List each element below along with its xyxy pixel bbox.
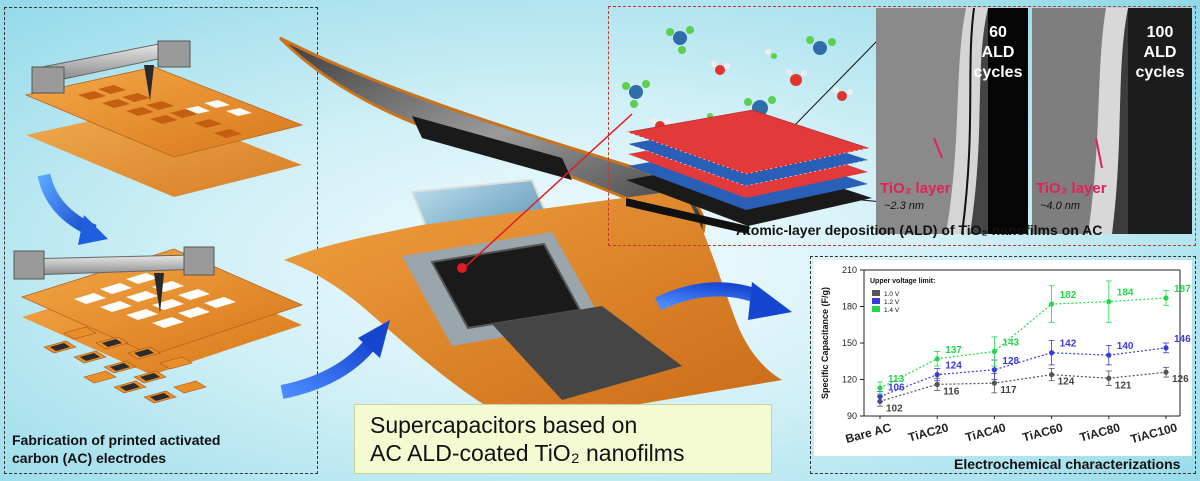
legend-label: 1.0 V [884, 291, 900, 298]
ald-caption: Atomic-layer deposition (ALD) of TiO₂ na… [736, 222, 1103, 238]
fabrication-panel [4, 7, 318, 474]
y-tick-label: 210 [842, 265, 857, 275]
data-point [1163, 345, 1169, 351]
x-tick-label: TiAC20 [907, 420, 951, 444]
y-tick-label: 90 [847, 411, 857, 421]
data-point [934, 356, 940, 362]
tem-60-layer-label: TiO₂ layer [880, 180, 951, 197]
data-label: 182 [1060, 290, 1077, 301]
data-label: 140 [1117, 341, 1134, 352]
data-point [991, 367, 997, 373]
center-title-line1: Supercapacitors based on [370, 412, 638, 438]
series-line [879, 347, 1167, 398]
data-label: 137 [945, 345, 962, 356]
series-line [879, 297, 1167, 389]
data-point [1049, 301, 1055, 307]
data-point [934, 372, 940, 378]
data-label: 116 [943, 386, 960, 397]
data-point [1106, 299, 1112, 305]
data-point [1163, 295, 1169, 301]
data-point [1049, 350, 1055, 356]
x-tick-label: Bare AC [844, 420, 893, 446]
legend-swatch [872, 306, 880, 312]
x-tick-label: TiAC40 [964, 420, 1008, 444]
tem-60-count: 60 [989, 24, 1007, 41]
contact-point [457, 263, 467, 273]
data-point [991, 348, 997, 355]
legend-swatch [872, 290, 880, 296]
data-point [877, 385, 883, 391]
data-label: 187 [1174, 284, 1191, 295]
data-point [934, 381, 940, 387]
tem-100-line2: ALD [1143, 44, 1177, 61]
fabrication-caption-line1: Fabrication of printed activated [12, 432, 221, 448]
data-label: 124 [1058, 377, 1075, 388]
tem-60-line3: cycles [973, 64, 1023, 81]
y-axis-label: Specific Capacitance (F/g) [820, 287, 830, 399]
y-tick-label: 120 [842, 375, 857, 385]
supercapacitor-illustration [278, 36, 792, 424]
data-label: 121 [1115, 380, 1132, 391]
legend-swatch [872, 298, 880, 304]
ald-panel [608, 6, 1196, 246]
x-tick-label: TiAC60 [1021, 420, 1065, 444]
legend-label: 1.4 V [884, 307, 900, 314]
tem-100-layer-label: TiO₂ layer [1036, 180, 1107, 197]
tem-100-line3: cycles [1135, 64, 1185, 81]
y-tick-label: 150 [842, 338, 857, 348]
electrochem-caption: Electrochemical characterizations [954, 456, 1181, 472]
data-label: 124 [945, 361, 962, 372]
tem-100-thickness: ~4.0 nm [1040, 200, 1081, 212]
data-label: 128 [1002, 356, 1019, 367]
legend-label: 1.2 V [884, 299, 900, 306]
tem-100-count: 100 [1146, 24, 1174, 41]
data-label: 117 [1000, 385, 1017, 396]
data-point [991, 380, 997, 386]
data-point [1163, 369, 1169, 375]
tem-60-thickness: ~2.3 nm [884, 200, 925, 212]
y-tick-label: 180 [842, 302, 857, 312]
data-label: 146 [1174, 334, 1191, 345]
ald-illustration [622, 26, 872, 234]
data-label: 126 [1172, 374, 1189, 385]
data-label: 113 [888, 374, 905, 385]
data-label: 142 [1060, 339, 1077, 350]
center-title-box [354, 404, 772, 474]
tem-image-60-cycles: 60 ALD cycles TiO₂ layer ~2.3 nm [876, 8, 1028, 234]
electrochem-panel [810, 256, 1196, 474]
data-point [877, 393, 883, 400]
data-label: 143 [1002, 338, 1019, 349]
data-label: 184 [1117, 288, 1134, 299]
data-point [1106, 352, 1112, 358]
atomic-layers [626, 109, 870, 210]
fabrication-illustration [13, 40, 304, 404]
center-title-line2: AC ALD-coated TiO₂ nanofilms [370, 440, 685, 466]
x-tick-label: TiAC100 [1129, 420, 1179, 446]
legend-title: Upper voltage limit: [870, 278, 935, 285]
tem-60-line2: ALD [981, 44, 1015, 61]
tem-image-100-cycles: 100 ALD cycles TiO₂ layer ~4.0 nm [1032, 8, 1192, 234]
x-tick-label: TiAC80 [1078, 420, 1122, 444]
fabrication-caption-line2: carbon (AC) electrodes [12, 450, 167, 466]
data-label: 102 [886, 403, 903, 414]
series-line [879, 371, 1167, 402]
data-point [1049, 372, 1055, 378]
data-label: 106 [888, 383, 905, 394]
data-point [1106, 375, 1112, 381]
